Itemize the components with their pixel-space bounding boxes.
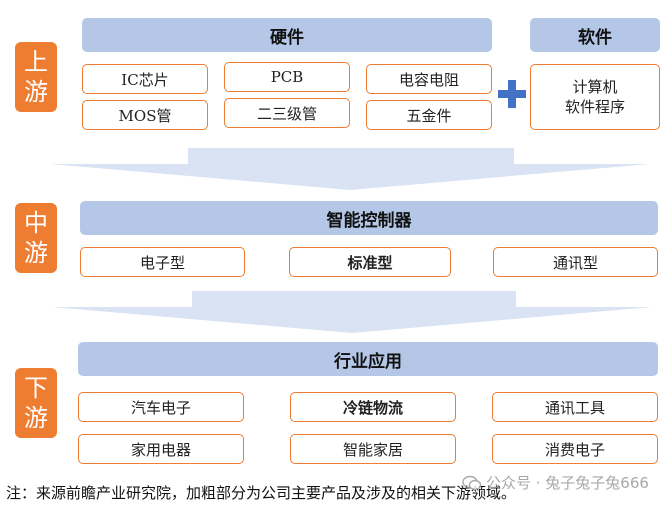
down-item-cold-chain: 冷链物流 [290, 392, 456, 422]
hardware-header: 硬件 [82, 18, 492, 52]
stage-downstream-char-2: 游 [24, 404, 48, 432]
hw-item-ic-chip: IC芯片 [82, 64, 208, 94]
stage-midstream-tag: 中 游 [15, 203, 57, 273]
stage-downstream-tag: 下 游 [15, 368, 57, 438]
watermark: 公众号 · 兔子兔子兔666 [462, 472, 649, 493]
watermark-text: 公众号 · 兔子兔子兔666 [486, 474, 649, 492]
stage-upstream-tag: 上 游 [15, 42, 57, 112]
stage-upstream-char-2: 游 [24, 78, 48, 106]
mid-item-electronic: 电子型 [80, 247, 245, 277]
stage-upstream-char-1: 上 [24, 48, 48, 76]
stage-midstream-char-2: 游 [24, 239, 48, 267]
hw-item-hardware-parts: 五金件 [366, 100, 492, 130]
sw-item-line-1: 计算机 [572, 78, 618, 96]
flow-arrow-upstream-to-midstream [50, 148, 650, 190]
hw-item-capacitor-resistor: 电容电阻 [366, 64, 492, 94]
down-item-comm-tools: 通讯工具 [492, 392, 658, 422]
mid-item-standard: 标准型 [289, 247, 451, 277]
flow-arrow-midstream-to-downstream [52, 291, 652, 333]
plus-icon [498, 80, 526, 108]
midstream-header: 智能控制器 [80, 201, 658, 235]
software-header: 软件 [530, 18, 660, 52]
sw-item-line-2: 软件程序 [564, 98, 625, 116]
down-item-consumer-electronics: 消费电子 [492, 434, 658, 464]
hw-item-diode-transistor: 二三级管 [224, 98, 350, 128]
hw-item-pcb: PCB [224, 62, 350, 92]
stage-downstream-char-1: 下 [24, 374, 48, 402]
down-item-auto-electronics: 汽车电子 [78, 392, 244, 422]
mid-item-communication: 通讯型 [493, 247, 658, 277]
source-note: 注：来源前瞻产业研究院，加粗部分为公司主要产品及涉及的相关下游领域。 [6, 484, 517, 502]
wechat-icon [462, 475, 482, 490]
down-item-smart-home: 智能家居 [290, 434, 456, 464]
down-item-home-appliances: 家用电器 [78, 434, 244, 464]
downstream-header: 行业应用 [78, 342, 658, 376]
hw-item-mos: MOS管 [82, 100, 208, 130]
stage-midstream-char-1: 中 [24, 209, 48, 237]
sw-item-computer-software: 计算机 软件程序 [530, 64, 660, 130]
